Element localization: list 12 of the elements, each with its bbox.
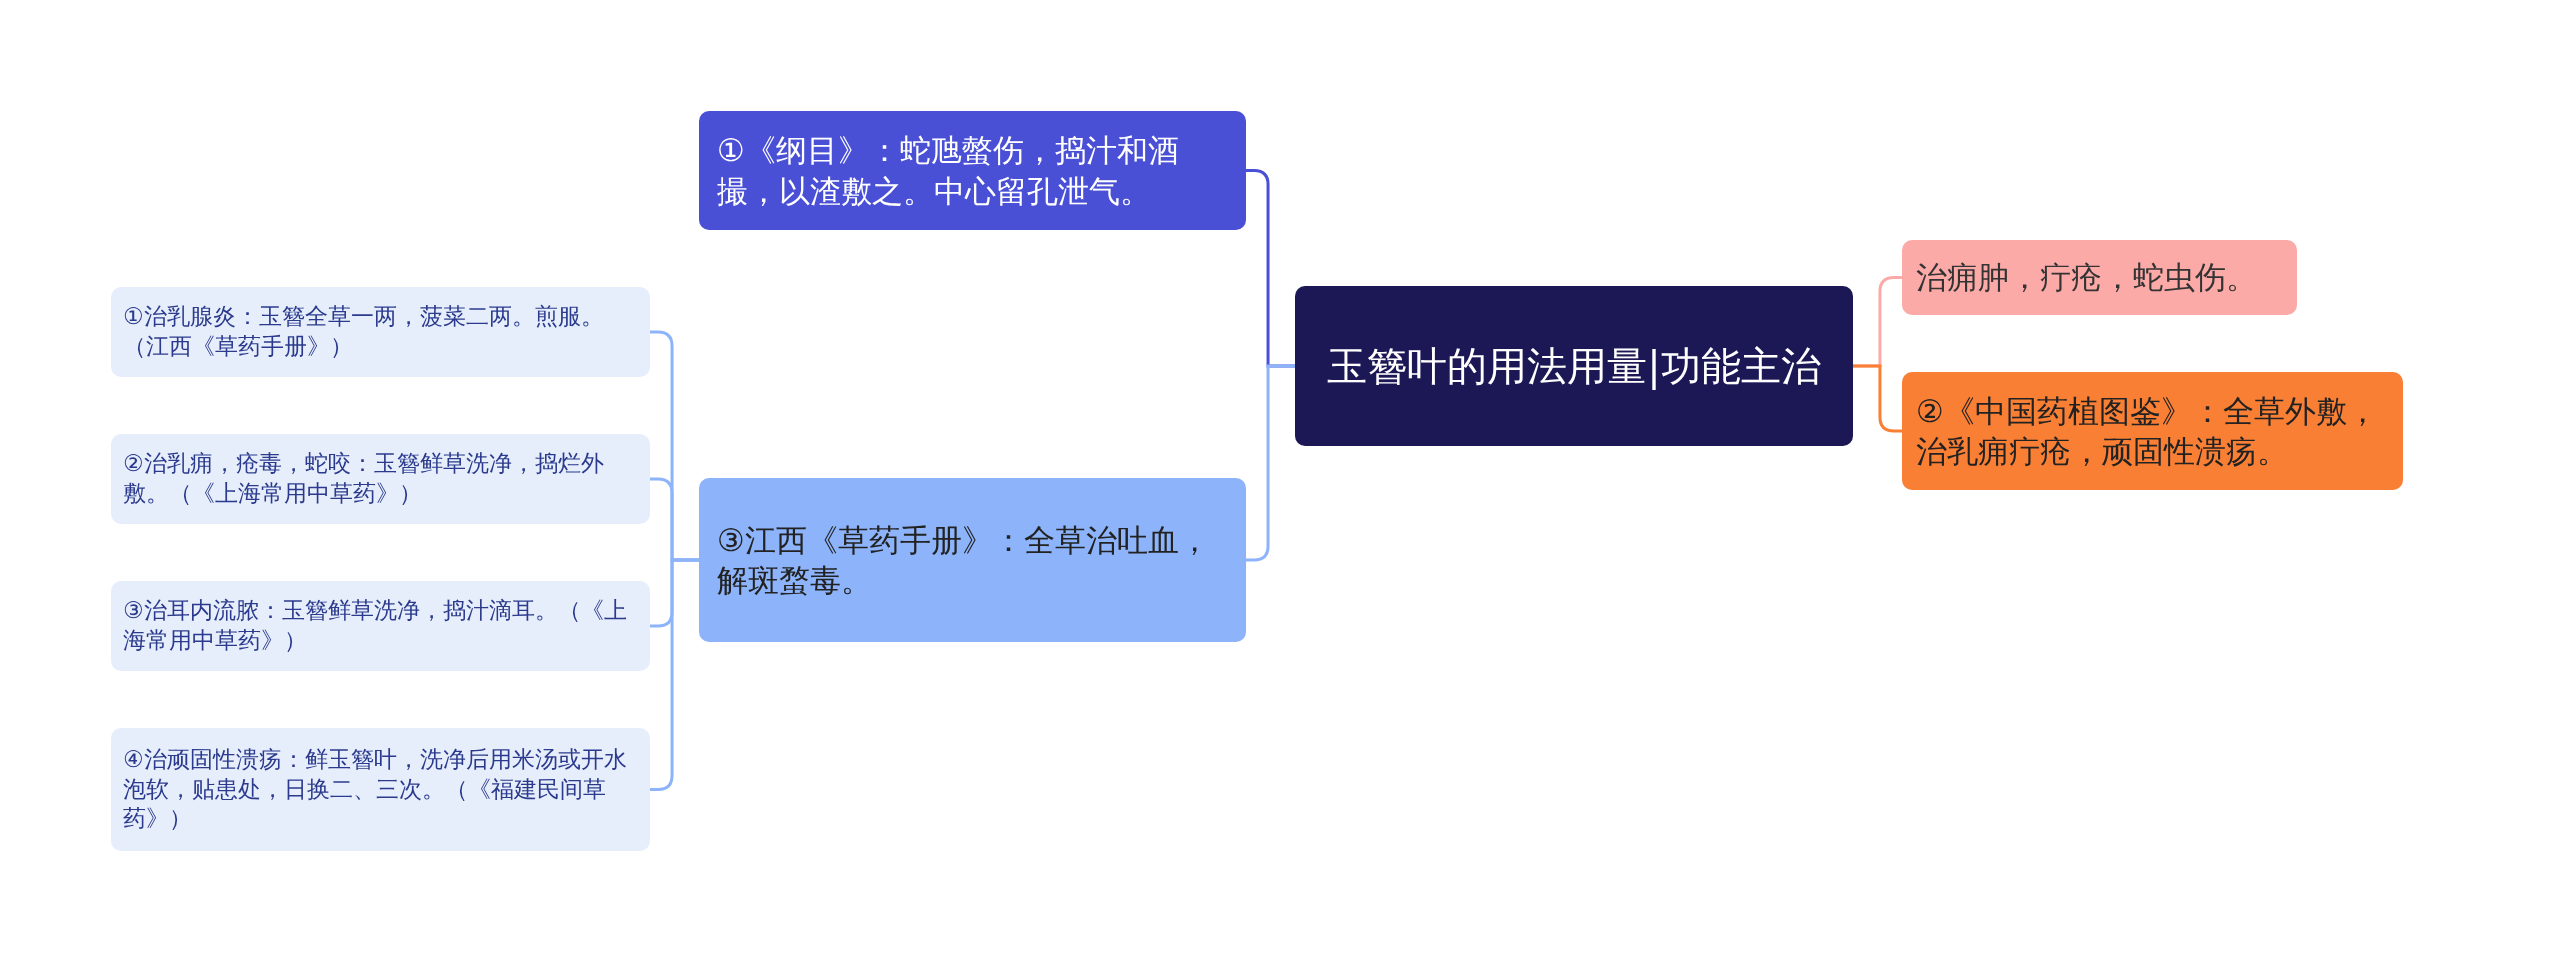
topic-box: ③江西《草药手册》：全草治吐血，解斑蝥毒。	[699, 478, 1246, 642]
subtopic-box: ③治耳内流脓：玉簪鲜草洗净，捣汁滴耳。（《上海常用中草药》）	[111, 581, 650, 671]
subtopic-box: ①治乳腺炎：玉簪全草一两，菠菜二两。煎服。（江西《草药手册》）	[111, 287, 650, 377]
subtopic-box: ②治乳痈，疮毒，蛇咬：玉簪鲜草洗净，捣烂外敷。（《上海常用中草药》）	[111, 434, 650, 524]
connector-line	[1246, 364, 1295, 562]
central-topic-box: 玉簪叶的用法用量|功能主治	[1295, 286, 1853, 446]
topic-box: ①《纲目》：蛇虺螫伤，捣汁和酒撮，以渣敷之。中心留孔泄气。	[699, 111, 1246, 230]
topic-box: 治痈肿，疔疮，蛇虫伤。	[1902, 240, 2297, 315]
connector-line	[650, 558, 699, 791]
connector-line	[1853, 364, 1902, 433]
topic-box: ②《中国药植图鉴》：全草外敷，治乳痈疔疮，顽固性溃疡。	[1902, 372, 2403, 490]
subtopic-box: ④治顽固性溃疡：鲜玉簪叶，洗净后用米汤或开水泡软，贴患处，日换二、三次。（《福建民间草药》）	[111, 728, 650, 851]
